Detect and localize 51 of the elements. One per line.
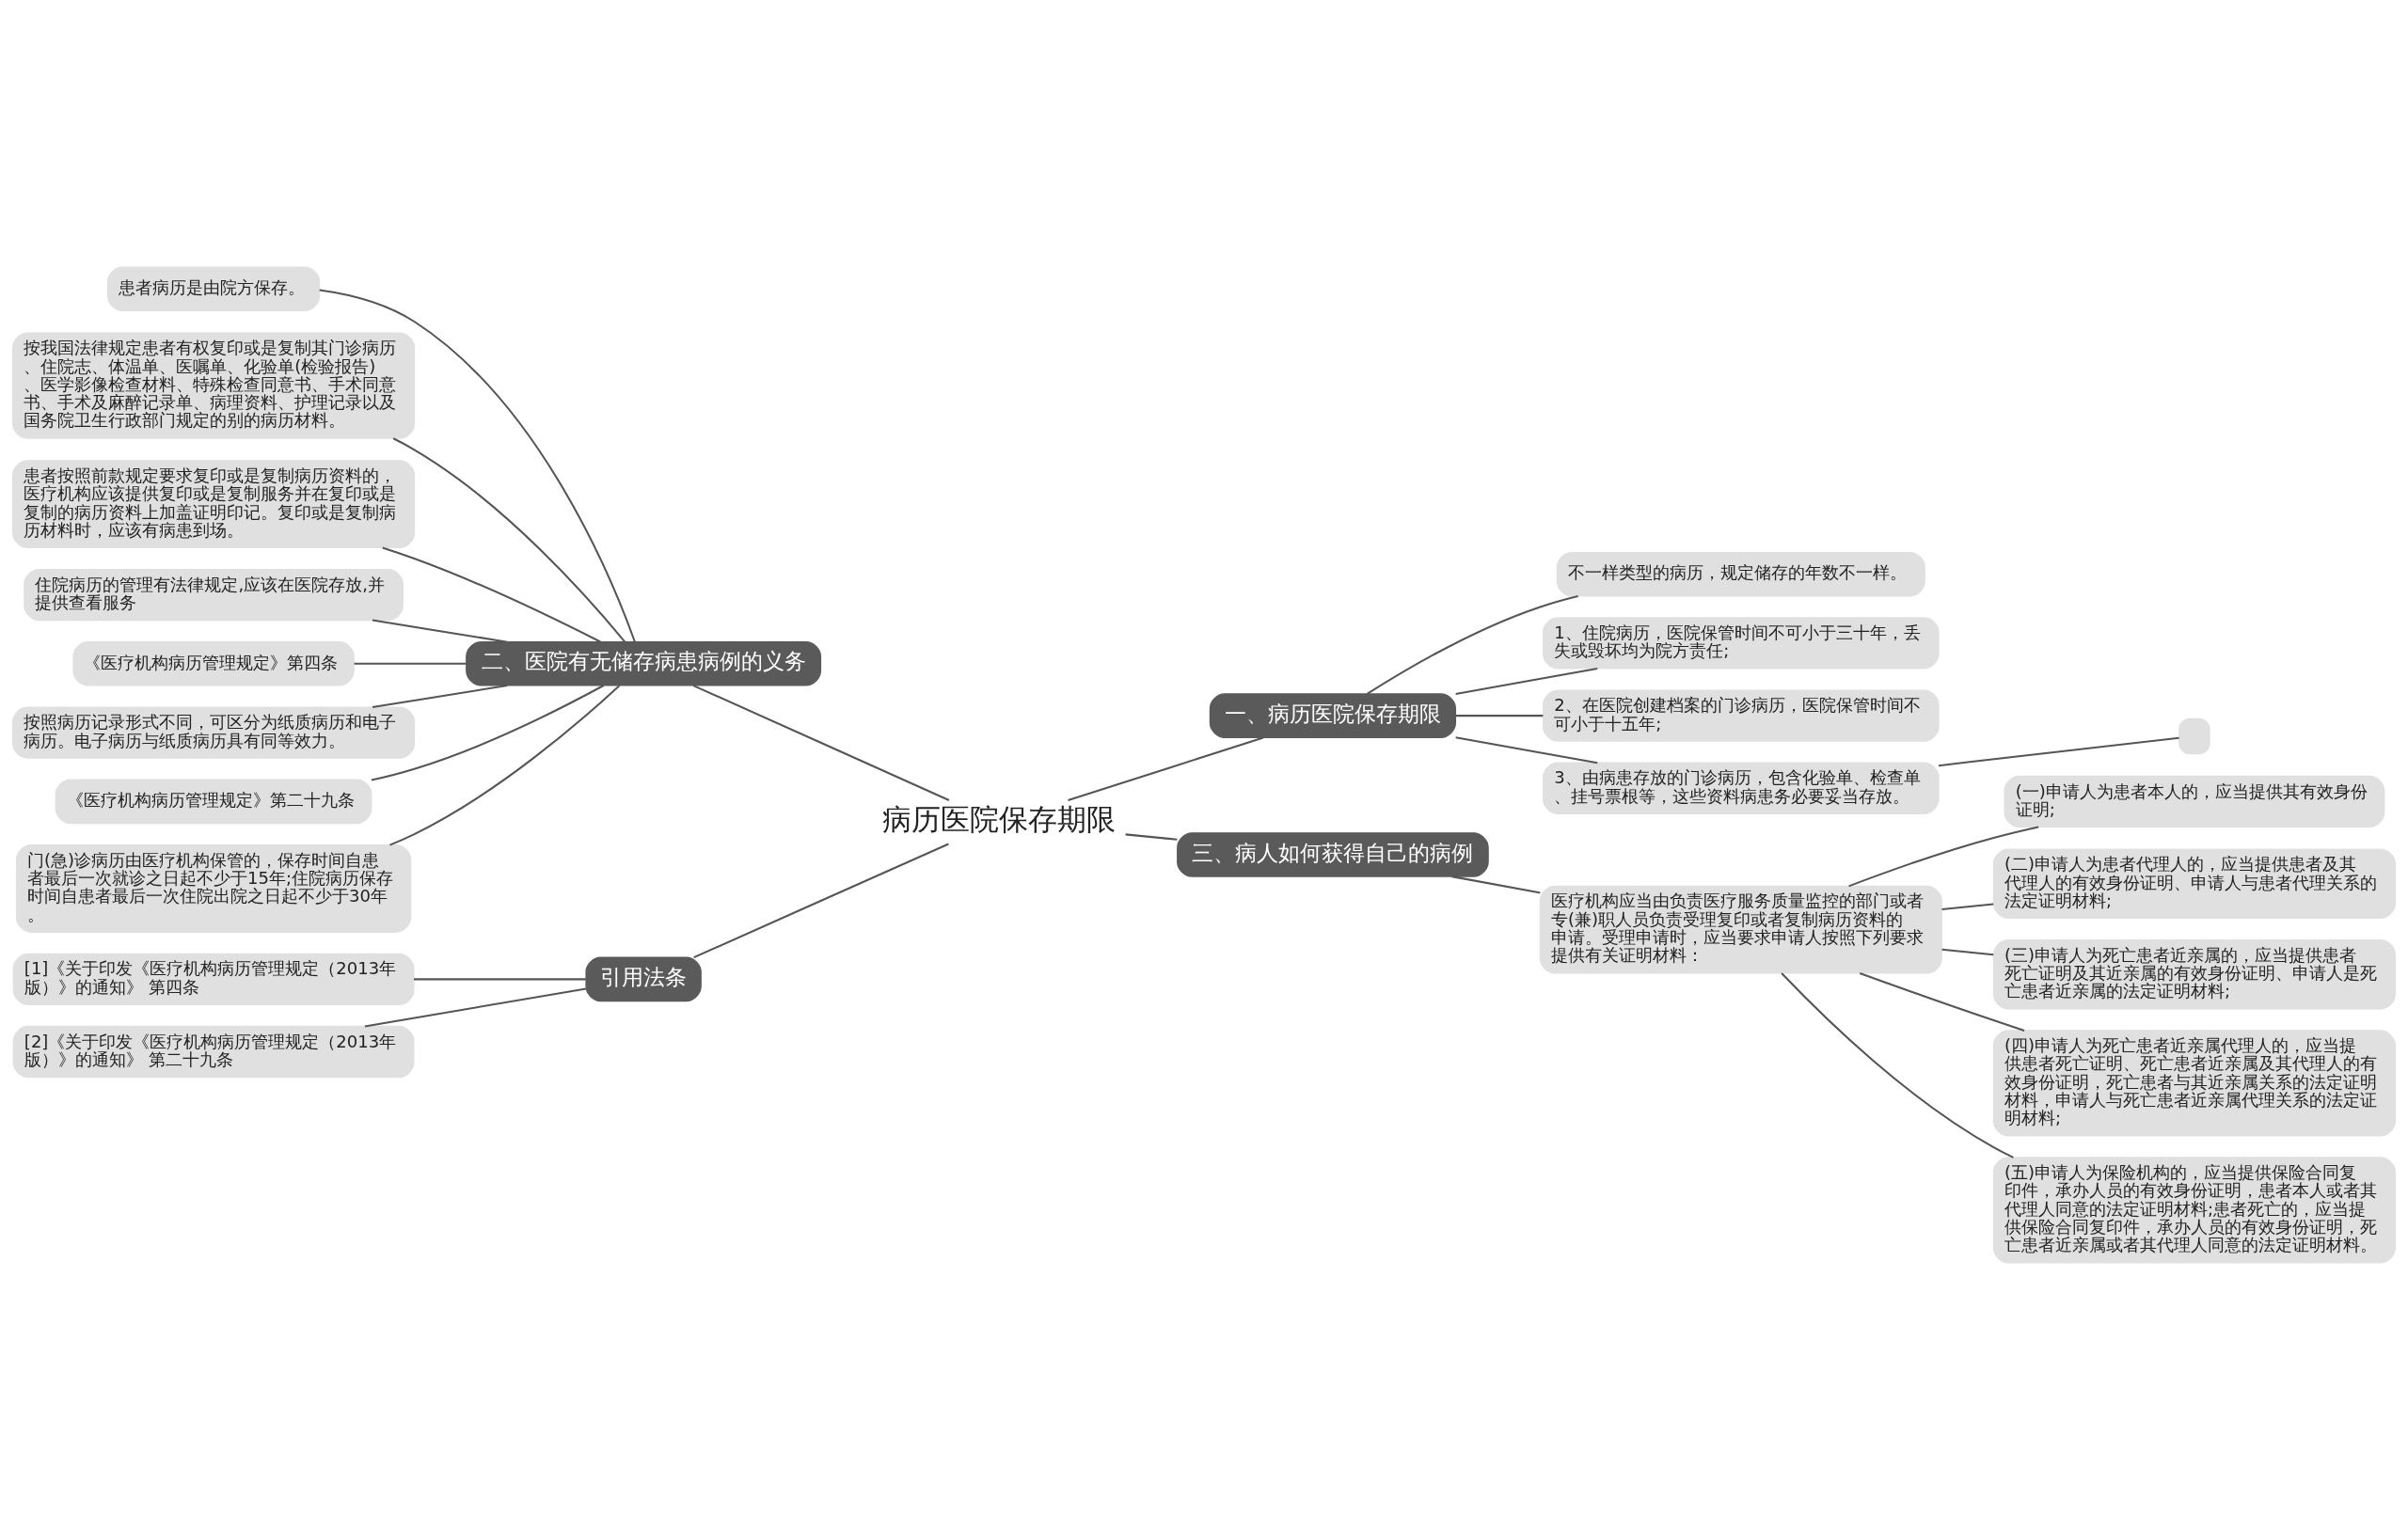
connector xyxy=(1125,832,1178,841)
node-box: 住院病历的管理有法律规定,应该在医院存放,并提供查看服务 xyxy=(24,568,404,621)
node-box: [1]《关于印发《医疗机构病历管理规定（2013年版）》的通知》 第四条 xyxy=(12,953,415,1005)
node-box: 患者病历是由院方保存。 xyxy=(106,266,321,311)
connector xyxy=(1859,971,2025,1032)
connector xyxy=(319,288,636,642)
connector xyxy=(371,684,605,781)
node-box: 1、住院病历，医院保管时间不可小于三十年，丢失或毁坏均为院方责任; xyxy=(1542,616,1940,670)
connector xyxy=(382,545,601,642)
node-box: 引用法条 xyxy=(585,956,702,1001)
node-box: [2]《关于印发《医疗机构病历管理规定（2013年版）》的通知》 第二十九条 xyxy=(12,1025,415,1078)
node-box: 按我国法律规定患者有权复印或是复制其门诊病历、住院志、体温单、医嘱单、化验单(检验报告)、医学影像检查材料、特殊检查同意书、手术同意书、手术及麻醉记录单、病理资料、护理记录以及国务院卫生行政部门规定的别的病历材料。 xyxy=(12,332,416,439)
node-box: 二、医院有无储存病患病例的义务 xyxy=(466,640,822,686)
node-box: 医疗机构应当由负责医疗服务质量监控的部门或者专(兼)职人员负责受理复印或者复制病历资料的申请。受理申请时，应当要求申请人按照下列要求提供有关证明材料： xyxy=(1539,885,1942,974)
connector xyxy=(1068,735,1264,801)
connector xyxy=(1366,594,1578,695)
node-box: 不一样类型的病历，规定储存的年数不一样。 xyxy=(1556,551,1925,596)
connector xyxy=(364,987,587,1027)
connector xyxy=(1455,714,1544,717)
connector xyxy=(693,843,949,958)
node-box: 3、由病患存放的门诊病历，包含化验单、检查单、挂号票根等，这些资料病患务必要妥当存放。 xyxy=(1542,762,1940,814)
node-box xyxy=(2178,717,2210,754)
connector xyxy=(692,684,950,801)
node-box: 2、在医院创建档案的门诊病历，医院保管时间不可小于十五年; xyxy=(1542,688,1940,742)
connector xyxy=(389,684,621,846)
node-box: 门(急)诊病历由医疗机构保管的，保存时间自患者最后一次就诊之日起不少于15年;住院病历保存时间自患者最后一次住院出院之日起不少于30年。 xyxy=(15,843,412,933)
connector xyxy=(372,619,508,643)
connector xyxy=(1451,875,1541,893)
node-box: (四)申请人为死亡患者近亲属代理人的，应当提供患者死亡证明、死亡患者近亲属及其代理人的有效身份证明，死亡患者与其近亲属关系的法定证明材料，申请人与死亡患者近亲属代理关系的法定证明材料; xyxy=(1992,1029,2396,1136)
node-text: 病历医院保存期限 xyxy=(882,801,1117,836)
connector xyxy=(1941,902,1994,910)
connector xyxy=(392,436,626,642)
connector xyxy=(1455,667,1598,695)
connector xyxy=(1938,736,2179,766)
node-box: 三、病人如何获得自己的病例 xyxy=(1177,831,1489,877)
connector xyxy=(1848,825,2039,887)
node-box: 按照病历记录形式不同，可区分为纸质病历和电子病历。电子病历与纸质病历具有同等效力。 xyxy=(12,705,416,759)
connector xyxy=(1455,735,1598,764)
node-box: 《医疗机构病历管理规定》第二十九条 xyxy=(55,779,372,824)
connector xyxy=(1941,948,1994,955)
connector xyxy=(1781,971,2014,1159)
connector xyxy=(372,684,508,708)
node-box: (一)申请人为患者本人的，应当提供其有效身份证明; xyxy=(2004,775,2385,828)
node-box: 一、病历医院保存期限 xyxy=(1209,692,1457,738)
connector xyxy=(413,977,586,980)
node-box: 《医疗机构病历管理规定》第四条 xyxy=(72,640,355,686)
node-box: (五)申请人为保险机构的，应当提供保险合同复印件，承办人员的有效身份证明，患者本人或者其代理人同意的法定证明材料;患者死亡的，应当提供保险合同复印件，承办人员的有效身份证明，死亡患者近亲属或者其代理人同意的法定证明材料。 xyxy=(1992,1156,2396,1263)
node-box: 患者按照前款规定要求复印或是复制病历资料的，医疗机构应该提供复印或是复制服务并在复印或是复制的病历资料上加盖证明印记。复印或是复制病历材料时，应该有病患到场。 xyxy=(12,459,416,548)
node-box: (三)申请人为死亡患者近亲属的，应当提供患者死亡证明及其近亲属的有效身份证明、申请人是死亡患者近亲属的法定证明材料; xyxy=(1992,938,2396,1010)
node-box: (二)申请人为患者代理人的，应当提供患者及其代理人的有效身份证明、申请人与患者代理关系的法定证明材料; xyxy=(1992,848,2396,919)
connector xyxy=(354,662,467,665)
